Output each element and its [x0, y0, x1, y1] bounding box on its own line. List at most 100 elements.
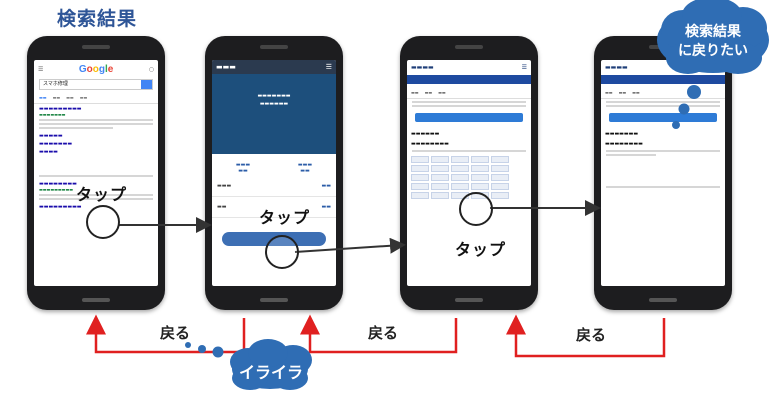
- home-indicator: [649, 298, 677, 302]
- result-url: ▬▬▬▬▬▬▬: [39, 112, 66, 117]
- tab-placeholder[interactable]: ▬▬: [632, 90, 640, 95]
- tap-label: タップ: [259, 208, 311, 227]
- shop-heading: ▬▬▬▬▬▬▬: [605, 131, 639, 137]
- change-condition-button[interactable]: [415, 113, 523, 122]
- shop-item-title[interactable]: ▬▬▬▬▬▬▬▬: [605, 141, 643, 147]
- site-header: ▬▬▬▬ ☰: [407, 60, 531, 75]
- tab-placeholder[interactable]: ▬▬▬▬▬: [235, 162, 251, 174]
- shop-item-detail: [606, 154, 656, 156]
- filter-line: [606, 101, 720, 103]
- menu-icon[interactable]: ☰: [325, 63, 332, 71]
- phone-speaker: [260, 45, 288, 49]
- breadcrumb: [601, 75, 725, 84]
- condition-row[interactable]: ▬▬ ▬▬: [212, 197, 336, 218]
- avatar: ○: [148, 66, 154, 73]
- search-input[interactable]: スマホ修理: [39, 79, 153, 90]
- sort-tabs: ▬▬ ▬▬ ▬▬: [407, 87, 531, 99]
- filter-line: [412, 101, 526, 103]
- tab-placeholder[interactable]: ▬▬: [411, 90, 419, 95]
- phone-screen: ☰ Google ○ スマホ修理 ▬▬▬▬▬▬▬▬ ▬▬▬▬▬▬▬▬▬ ▬▬▬▬…: [34, 60, 158, 286]
- tab-placeholder[interactable]: ▬▬: [438, 90, 446, 95]
- condition-row[interactable]: ▬▬▬▬▬: [212, 176, 336, 197]
- phone-repair-landing: ▬▬▬ ☰ ▬▬▬▬▬▬▬ ▬▬▬▬▬▬ ▬▬▬▬▬ ▬▬▬▬▬ ▬▬▬▬▬ ▬…: [205, 36, 343, 310]
- tab-placeholder[interactable]: ▬▬: [605, 90, 613, 95]
- google-tabs: ▬▬ ▬▬ ▬▬ ▬▬: [34, 92, 158, 104]
- search-query: スマホ修理: [43, 81, 68, 87]
- tap-label: タップ: [76, 185, 128, 204]
- site-header: ▬▬▬▬ ☰: [601, 60, 725, 75]
- menu-icon[interactable]: ☰: [715, 64, 721, 71]
- result-snippet-line: [39, 123, 153, 125]
- row-label: ▬▬: [217, 204, 227, 210]
- row-label: ▬▬▬: [217, 183, 232, 189]
- tap-indicator: [459, 192, 493, 226]
- phone-google-results: ☰ Google ○ スマホ修理 ▬▬▬▬▬▬▬▬ ▬▬▬▬▬▬▬▬▬ ▬▬▬▬…: [27, 36, 165, 310]
- shop-item-detail: [606, 186, 720, 188]
- cloud-line-2: に戻りたい: [678, 43, 748, 59]
- site-logo: ▬▬▬▬: [605, 64, 628, 71]
- price-grid: [407, 154, 531, 201]
- change-condition-button[interactable]: [609, 113, 717, 122]
- result-snippet-line: [39, 194, 153, 196]
- sitelink[interactable]: ▬▬▬▬▬: [39, 133, 63, 139]
- tab-placeholder[interactable]: ▬▬: [66, 95, 74, 100]
- shop-item-title[interactable]: ▬▬▬▬▬▬▬▬: [411, 141, 449, 147]
- site-logo: ▬▬▬: [216, 63, 236, 71]
- search-icon[interactable]: [141, 80, 152, 89]
- home-indicator: [82, 298, 110, 302]
- home-indicator: [455, 298, 483, 302]
- tap-indicator: [86, 205, 120, 239]
- phone-screen: ▬▬▬ ☰ ▬▬▬▬▬▬▬ ▬▬▬▬▬▬ ▬▬▬▬▬ ▬▬▬▬▬ ▬▬▬▬▬ ▬…: [212, 60, 336, 286]
- sitelink[interactable]: ▬▬▬▬: [39, 149, 58, 155]
- tap-indicator: [265, 235, 299, 269]
- sitelink[interactable]: ▬▬▬▬▬▬▬: [39, 141, 73, 147]
- result-snippet-line: [39, 198, 153, 200]
- tab-placeholder[interactable]: ▬▬: [618, 90, 627, 95]
- filter-line: [412, 105, 526, 107]
- back-label: 戻る: [160, 324, 191, 342]
- google-logo: Google: [78, 64, 114, 75]
- back-label: 戻る: [368, 324, 399, 342]
- hero-text-line: ▬▬▬▬▬▬▬: [257, 93, 291, 99]
- phone-speaker: [82, 45, 110, 49]
- breadcrumb: [407, 75, 531, 84]
- row-value: ▬▬: [321, 204, 331, 210]
- phone-speaker: [455, 45, 483, 49]
- phone-shop-list: ▬▬▬▬ ☰ ▬▬▬▬▬▬ ▬▬▬▬▬▬ ▬▬▬▬▬▬▬▬: [400, 36, 538, 310]
- tab-placeholder[interactable]: ▬▬: [424, 90, 433, 95]
- tab-placeholder[interactable]: ▬▬: [39, 95, 47, 100]
- phone-screen: ▬▬▬▬ ☰ ▬▬▬▬▬▬ ▬▬▬▬▬▬▬ ▬▬▬▬▬▬▬▬: [601, 60, 725, 286]
- shop-item-detail: [606, 150, 720, 152]
- result-snippet-line: [39, 175, 153, 177]
- cloud-line-1: 検索結果: [685, 24, 741, 40]
- page-title: 検索結果: [57, 8, 138, 30]
- home-indicator: [260, 298, 288, 302]
- tab-placeholder[interactable]: ▬▬: [52, 95, 61, 100]
- sitelink[interactable]: ▬▬▬▬▬▬▬▬▬: [39, 204, 82, 210]
- site-logo: ▬▬▬▬: [411, 64, 434, 71]
- list-heading: ▬▬▬▬▬▬: [411, 131, 440, 137]
- filter-line: [606, 105, 720, 107]
- hero-text-line: ▬▬▬▬▬▬: [259, 101, 289, 107]
- hero-banner: ▬▬▬▬▬▬▬ ▬▬▬▬▬▬: [212, 74, 336, 154]
- result-url: ▬▬▬▬▬▬▬▬▬: [39, 187, 74, 192]
- shop-item-detail: [412, 150, 526, 152]
- sort-tabs: ▬▬ ▬▬ ▬▬: [601, 87, 725, 99]
- site-header: ▬▬▬ ☰: [212, 60, 336, 74]
- condition-tabs: ▬▬▬▬▬ ▬▬▬▬▬: [212, 154, 336, 176]
- want-to-return-text: 検索結果 に戻りたい: [660, 23, 766, 61]
- menu-icon: ☰: [38, 66, 44, 73]
- tab-placeholder[interactable]: ▬▬▬▬▬: [297, 162, 313, 174]
- phone-shop-detail: ▬▬▬▬ ☰ ▬▬▬▬▬▬ ▬▬▬▬▬▬▬ ▬▬▬▬▬▬▬▬: [594, 36, 732, 310]
- phone-screen: ▬▬▬▬ ☰ ▬▬▬▬▬▬ ▬▬▬▬▬▬ ▬▬▬▬▬▬▬▬: [407, 60, 531, 286]
- row-value: ▬▬: [321, 183, 331, 189]
- tap-label: タップ: [455, 240, 507, 259]
- result-link[interactable]: ▬▬▬▬▬▬▬▬: [39, 181, 77, 187]
- google-header: ☰ Google ○: [34, 60, 158, 77]
- menu-icon[interactable]: ☰: [521, 64, 527, 71]
- back-label: 戻る: [576, 326, 607, 344]
- result-snippet-line: [39, 119, 153, 121]
- result-link[interactable]: ▬▬▬▬▬▬▬▬▬: [39, 106, 82, 112]
- tab-placeholder[interactable]: ▬▬: [79, 95, 88, 100]
- frustration-text: イライラ: [238, 363, 303, 382]
